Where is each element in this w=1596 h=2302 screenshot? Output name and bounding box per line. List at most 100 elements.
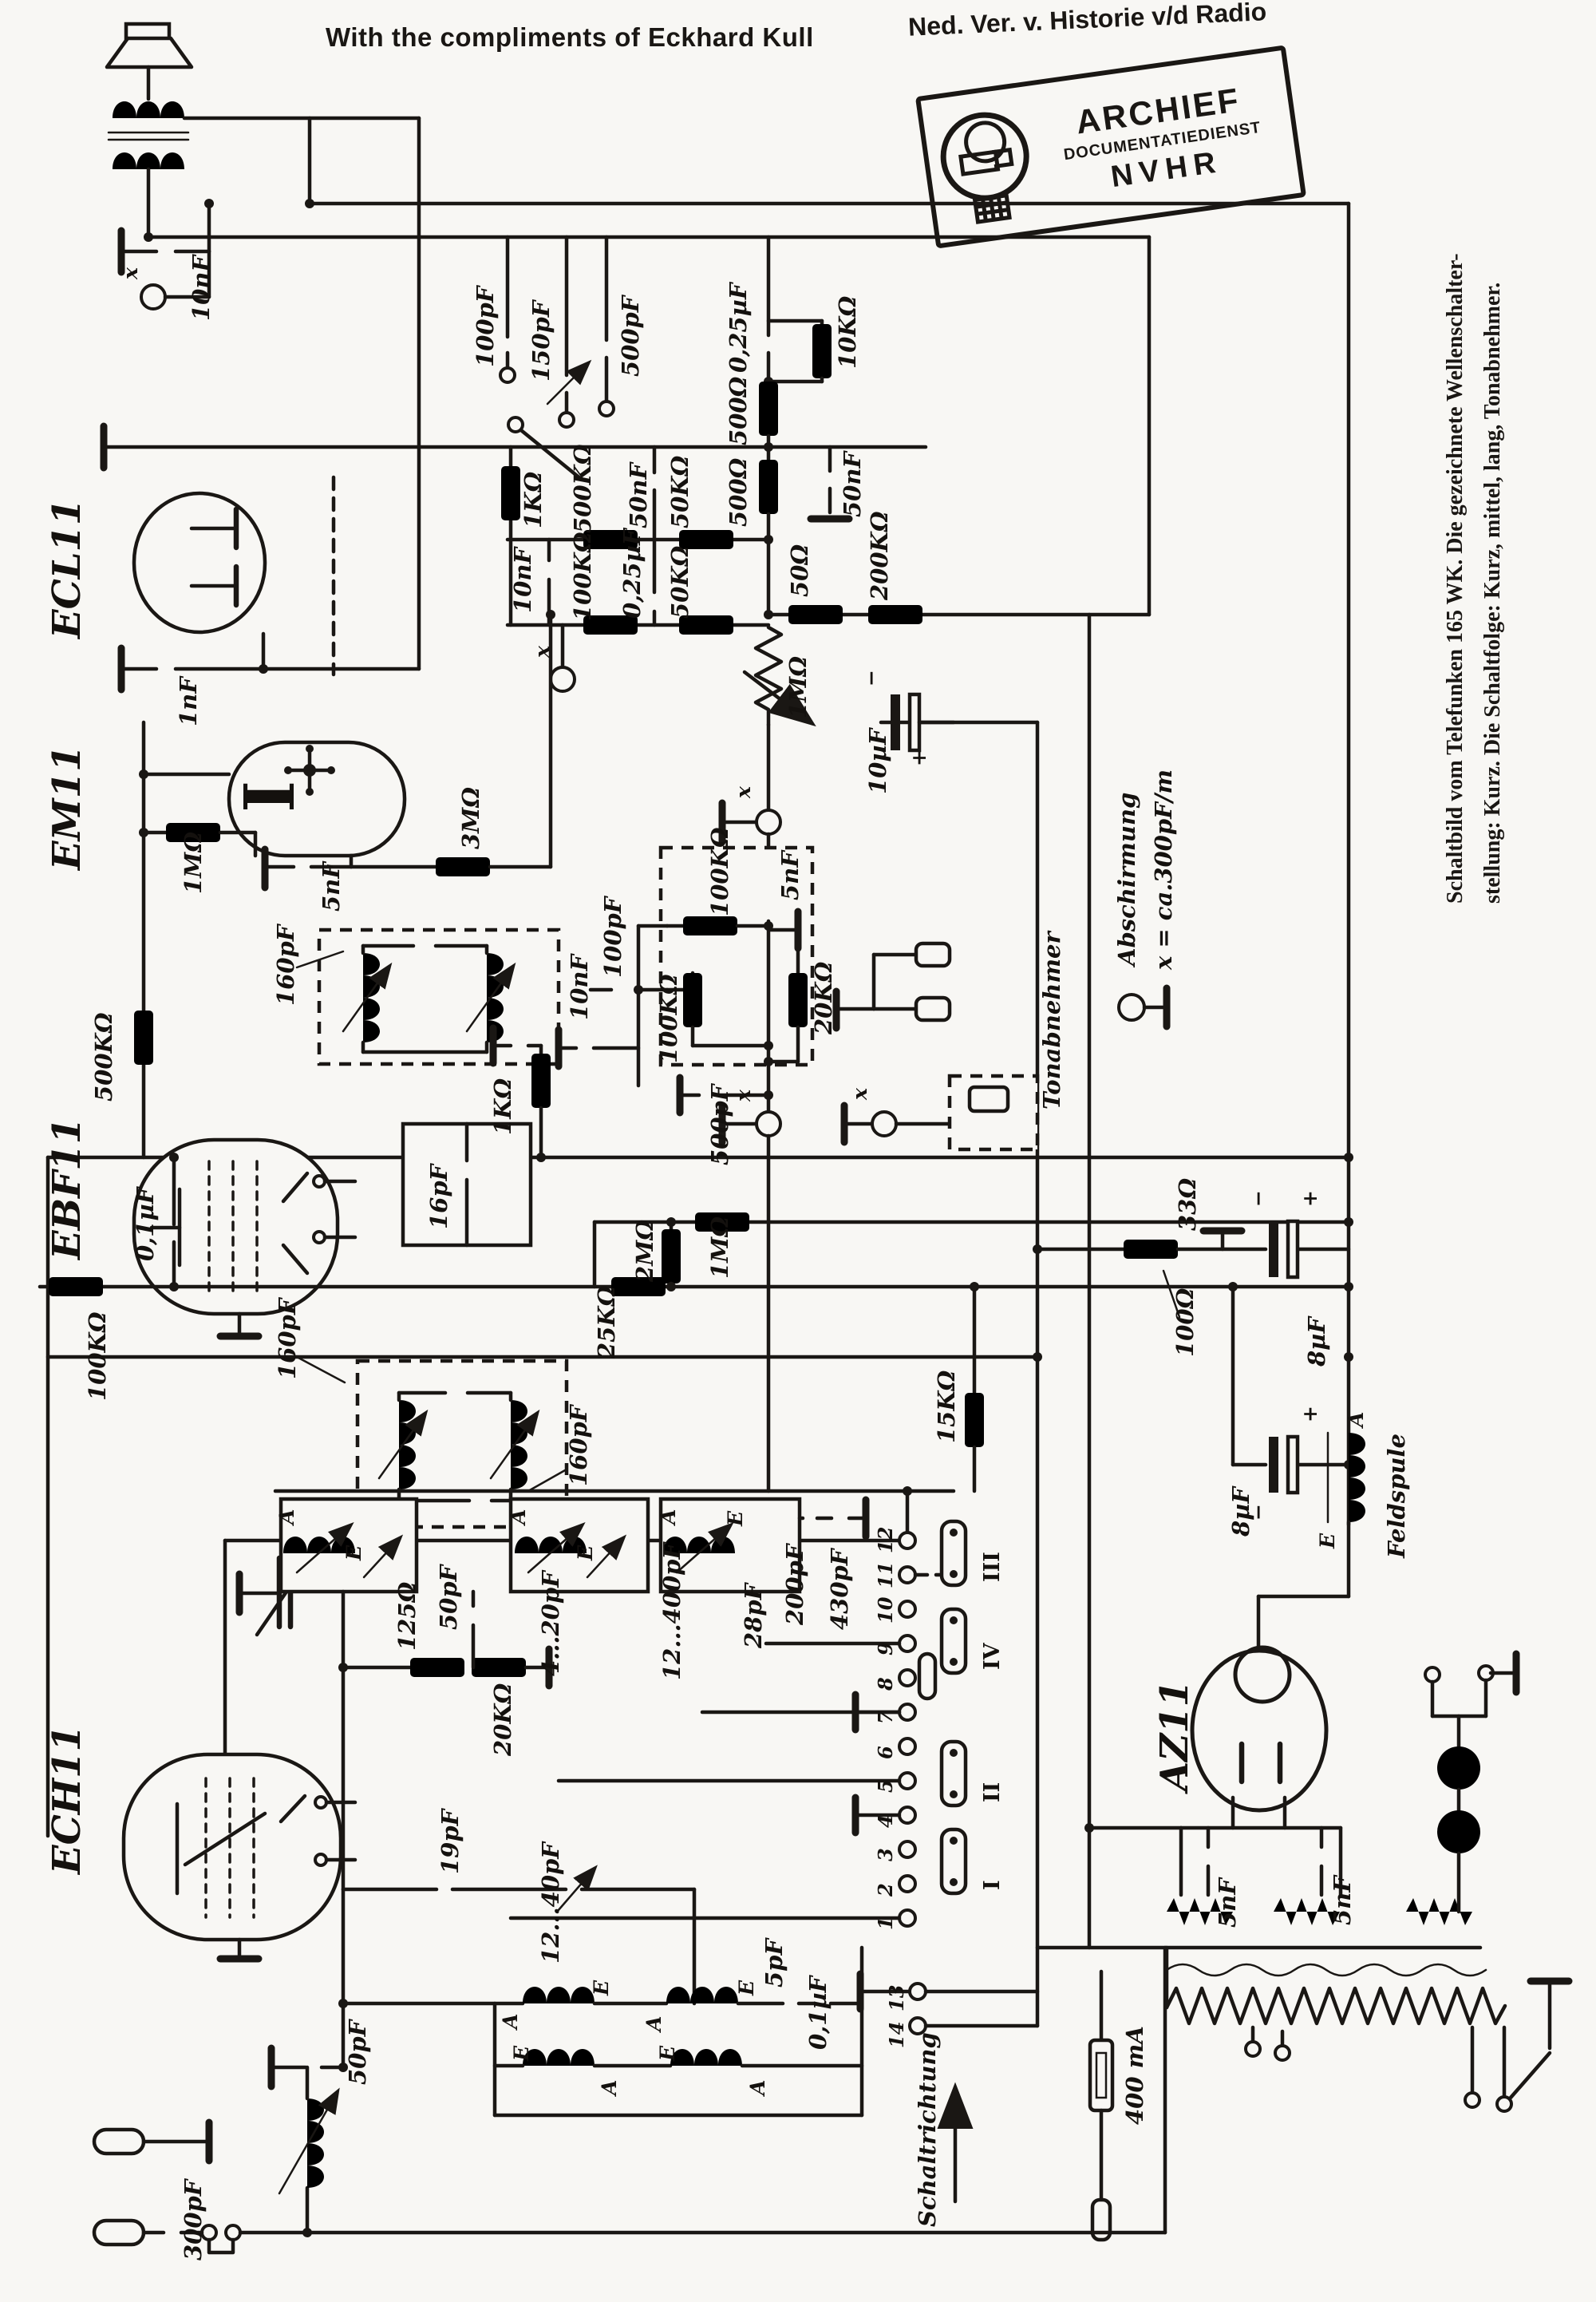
tube-label-em11: EM11 xyxy=(45,745,89,872)
label-c10nf-g: 10nF xyxy=(509,546,536,613)
label-r25k: 25KΩ xyxy=(593,1285,620,1359)
contact-14: 14 xyxy=(885,2022,908,2048)
label-r33: 33Ω xyxy=(1174,1178,1201,1231)
wave-switch xyxy=(508,1486,1040,2035)
label-c10uf: 10µF xyxy=(864,726,891,794)
label-c025uf-1: 0,25µF xyxy=(725,281,752,373)
label-c100pf-tone: 100pF xyxy=(472,284,499,367)
label-c01uf-2: 0,1µF xyxy=(804,1974,832,2050)
contact-3: 3 xyxy=(874,1848,897,1861)
az11-transformer xyxy=(1035,1645,1573,2242)
em11-stage xyxy=(134,610,561,1160)
x-mark-5: x xyxy=(848,1087,871,1101)
contact-11: 11 xyxy=(874,1562,897,1588)
label-trim12-400: 12...400pF xyxy=(658,1541,685,1680)
label-r100k-det: 100KΩ xyxy=(706,827,733,916)
tube-label-az11: AZ11 xyxy=(1152,1680,1197,1794)
coil1-e: E xyxy=(342,1545,365,1561)
label-feldspule: Feldspule xyxy=(1383,1434,1410,1559)
label-r125: 125Ω xyxy=(393,1581,421,1651)
legend-title: Abschirmung xyxy=(1113,793,1140,968)
label-c025uf-2: 0,25µF xyxy=(618,527,646,619)
label-c160pf-1: 160pF xyxy=(272,923,299,1006)
label-r1m-em: 1MΩ xyxy=(180,832,207,894)
coil6-a: A xyxy=(598,2080,621,2097)
x-marks: x x x x x − + − + − + A E A E A E A E A … xyxy=(119,267,1368,2097)
coil5-a: A xyxy=(642,2016,666,2033)
label-r1k-1: 1KΩ xyxy=(519,472,547,528)
contact-2: 2 xyxy=(874,1883,897,1897)
wafer-2: II xyxy=(980,1782,1005,1802)
label-trim12-40: 12...40pF xyxy=(537,1841,564,1964)
label-r100k-2: 100KΩ xyxy=(655,974,682,1063)
label-r1k-2: 1KΩ xyxy=(489,1078,516,1135)
coil3-e: E xyxy=(724,1510,747,1527)
component-labels: 10nF 1nF 100pF 150pF 500pF 0,25µF 10KΩ 5… xyxy=(84,254,1410,2260)
minus-10uf: − xyxy=(859,670,883,686)
contact-12: 12 xyxy=(874,1527,897,1553)
label-c5nf-az1: 5nF xyxy=(1214,1877,1241,1928)
label-c8uf-1: 8µF xyxy=(1303,1315,1330,1367)
coil3-a: A xyxy=(657,1509,680,1526)
label-c1nf: 1nF xyxy=(175,675,202,726)
label-r200k: 200KΩ xyxy=(866,511,893,601)
wafer-1: I xyxy=(980,1880,1005,1890)
stamp-tube-logo-icon xyxy=(940,112,1029,224)
label-c5nf-det: 5nF xyxy=(776,849,804,900)
minus-8uf2: − xyxy=(1246,1504,1270,1521)
label-c500pf-det: 500pF xyxy=(706,1082,733,1165)
contact-4: 4 xyxy=(874,1814,897,1828)
label-schaltrichtung: Schaltrichtung xyxy=(914,2032,941,2227)
coil1-a: A xyxy=(275,1509,298,1526)
label-c5pf: 5pF xyxy=(760,1937,788,1988)
label-r1m-pot: 1MΩ xyxy=(784,656,812,718)
wafer-4: IV xyxy=(980,1642,1005,1670)
archive-stamp: ARCHIEF DOCUMENTATIEDIENST NVHR xyxy=(915,45,1307,249)
label-c150pf-tone: 150pF xyxy=(527,299,555,382)
label-c160pf-2: 160pF xyxy=(274,1296,301,1379)
label-r3m: 3MΩ xyxy=(457,787,484,849)
coil5-e: E xyxy=(735,1980,758,1996)
label-c5nf-az2: 5nF xyxy=(1329,1874,1356,1925)
label-r500-1: 500Ω xyxy=(725,376,752,445)
feldspule-a: A xyxy=(1345,1412,1368,1429)
label-c200pf: 200pF xyxy=(781,1542,808,1626)
coil4-e: E xyxy=(590,1980,613,1996)
wafer-3: III xyxy=(980,1552,1005,1582)
label-c8uf-2: 8µF xyxy=(1227,1485,1254,1537)
plus-8uf2: + xyxy=(1298,1406,1321,1422)
minus-8uf1: − xyxy=(1246,1190,1270,1207)
label-r500k-2: 500KΩ xyxy=(90,1012,117,1102)
label-c10nf-det: 10nF xyxy=(566,953,593,1020)
ech11-bandswitch xyxy=(121,612,1167,2235)
label-r2m: 2MΩ xyxy=(631,1220,658,1283)
plus-10uf: + xyxy=(907,750,930,766)
label-c50nf-1: 50nF xyxy=(839,450,866,517)
feldspule-e: E xyxy=(1316,1533,1339,1549)
label-r10k: 10KΩ xyxy=(834,295,861,369)
x-mark-4: x xyxy=(732,1089,755,1102)
legend-value: x = ca.300pF/m xyxy=(1150,769,1177,971)
contact-5: 5 xyxy=(874,1779,897,1793)
label-r1m-2: 1MΩ xyxy=(706,1216,733,1279)
label-r100: 100Ω xyxy=(1171,1287,1199,1357)
contact-13: 13 xyxy=(885,1985,908,2011)
plus-8uf1: + xyxy=(1298,1190,1321,1207)
label-trim4-20: 4...20pF xyxy=(537,1569,564,1676)
label-c5nf-em: 5nF xyxy=(318,860,345,912)
coil2-a: A xyxy=(507,1509,530,1526)
tube-label-ech11: ECH11 xyxy=(45,1725,89,1876)
coil2-e: E xyxy=(574,1545,597,1561)
tube-labels: ECL11 EM11 EBF11 ECH11 AZ11 I xyxy=(45,499,1197,1876)
label-r20k-det: 20KΩ xyxy=(810,961,837,1035)
ebf11-stage xyxy=(38,1024,1351,1838)
label-c160pf-3: 160pF xyxy=(565,1403,592,1486)
coil7-a: A xyxy=(746,2080,769,2097)
antenna-input xyxy=(92,2044,1167,2255)
contact-7: 7 xyxy=(874,1711,897,1724)
x-mark-3: x xyxy=(732,785,755,799)
coil7-e: E xyxy=(656,2045,679,2062)
label-r15k: 15KΩ xyxy=(933,1370,960,1443)
